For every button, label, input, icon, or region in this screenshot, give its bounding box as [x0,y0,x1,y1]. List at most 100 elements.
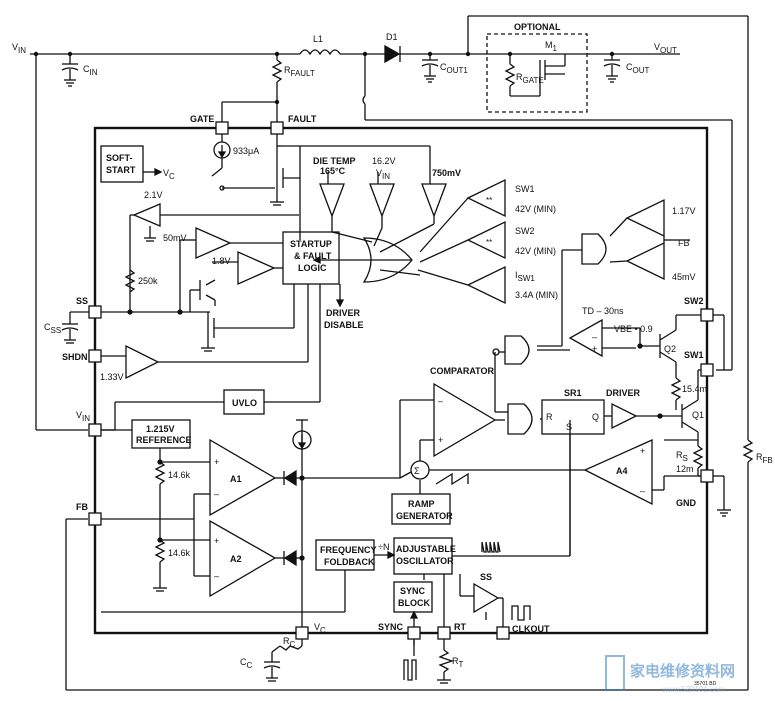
v162-label: 16.2V [372,156,396,166]
watermark-text: 家电维修资料网 [630,662,735,680]
d1-label: D1 [386,32,398,42]
rgate-label: RGATE [516,72,544,85]
ss-small-label: SS [480,572,492,582]
r154-label: 15.4m [682,384,707,394]
a2-plus: + [214,536,219,546]
l1-label: L1 [313,34,323,44]
startup-label-1: STARTUP [290,239,332,249]
fb-pin-label: FB [76,502,88,512]
osc-label-2: OSCILLATOR [396,556,454,566]
ss-pin-label: SS [76,296,88,306]
a4-minus: – [640,486,645,496]
vbe-label: VBE • 0.9 [614,324,653,334]
ramp-label-1: RAMP [408,499,435,509]
soft-start-label-1: SOFT- [106,153,133,163]
vc-arrow-label: VC [163,168,175,181]
cout-label: COUT [626,62,650,75]
die-temp-label: DIE TEMP [313,156,356,166]
r146b-label: 14.6k [168,548,191,558]
watermark-url: www.520101.com [661,685,725,694]
sr1-s-label: S [566,422,572,432]
watermark: 家电维修资料网 www.520101.com [605,655,735,694]
vin-pin-label: VIN [76,410,90,423]
fault-pin-label: FAULT [288,114,317,124]
v133-label: 1.33V [100,372,124,382]
rt-res-label: RT [452,656,464,669]
q1-label: Q1 [692,410,704,420]
sw1-42v-label: 42V (MIN) [515,204,556,214]
startup-label-2: & FAULT [294,251,332,261]
sync-block-label-1: SYNC [400,586,426,596]
r146a-label: 14.6k [168,470,191,480]
comparator-label: COMPARATOR [430,366,494,376]
ref-label-1: 1.215V [146,424,175,434]
cc-label: CC [240,657,253,670]
sw2-pin-label: SW2 [684,296,704,306]
td-label: TD – 30ns [582,306,624,316]
rc-label: RC [283,636,296,649]
fb-comp-label: FB [678,238,690,248]
td-minus: – [592,332,597,342]
driver-label: DRIVER [606,388,641,398]
freq-label-1: FREQUENCY [320,545,377,555]
sw2-42v-label: 42V (MIN) [515,246,556,256]
sr1-q-label: Q [592,412,599,422]
sr1-r-label: R [546,412,553,422]
uvlo-label: UVLO [232,398,257,408]
driver-disable-label-2: DISABLE [324,320,364,330]
dstar-a: ** [486,196,492,205]
sync-pin-label: SYNC [378,622,404,632]
a4-plus: + [640,446,645,456]
clkout-label: CLKOUT [512,624,550,634]
sw2-comp-label: SW2 [515,226,535,236]
optional-label: OPTIONAL [514,22,561,32]
rt-pin-label: RT [454,622,466,632]
q2-label: Q2 [664,344,676,354]
comparator-plus: + [438,435,443,445]
rfb-label: RFB [756,452,773,465]
rfault-label: RFAULT [284,65,315,78]
figure-code: 35701 BD [694,681,717,687]
rs-label: RS [676,450,688,463]
dstar-b: ** [486,238,492,247]
v750-label: 750mV [432,168,461,178]
ramp-label-2: GENERATOR [396,511,453,521]
cout1-label: COUT1 [440,62,468,75]
vc-pin-label: VC [314,622,326,635]
r12m-label: 12m [676,464,694,474]
sw1-comp-label: SW1 [515,184,535,194]
css-label: CSS [44,322,61,335]
a1-minus: – [214,489,219,499]
vin-top-label: VIN [12,42,26,55]
sync-block-label-2: BLOCK [398,598,430,608]
cin-label: CIN [83,64,98,77]
i34-label: 3.4A (MIN) [515,290,558,300]
gnd-pin-label: GND [676,498,697,508]
sr1-label: SR1 [564,388,582,398]
v50m-label: 50mV [163,233,187,243]
gate-pin-label: GATE [190,114,214,124]
shdn-pin-label: SHDN [62,352,88,362]
vout-label: VOUT [654,42,677,55]
sigma-label: Σ [414,466,420,476]
v18-label: 1.8V [212,256,231,266]
a1-label: A1 [230,474,242,484]
v21-label: 2.1V [144,190,163,200]
vin-comp-label: VIN [376,168,390,181]
td-plus: + [592,344,597,354]
current-933-label: 933μA [233,146,259,156]
a1-plus: + [214,457,219,467]
a4-label: A4 [616,466,628,476]
sw1-pin-label: SW1 [684,350,704,360]
divn-label: ÷N [378,542,389,552]
freq-label-2: FOLDBACK [324,557,375,567]
startup-label-3: LOGIC [298,263,327,273]
v117-label: 1.17V [672,206,696,216]
driver-disable-label-1: DRIVER [326,308,361,318]
a2-minus: – [214,571,219,581]
isw1-label: ISW1 [515,270,535,283]
comparator-minus: – [438,396,443,406]
ref-label-2: REFERENCE [136,435,192,445]
m1-label: M1 [545,40,558,53]
